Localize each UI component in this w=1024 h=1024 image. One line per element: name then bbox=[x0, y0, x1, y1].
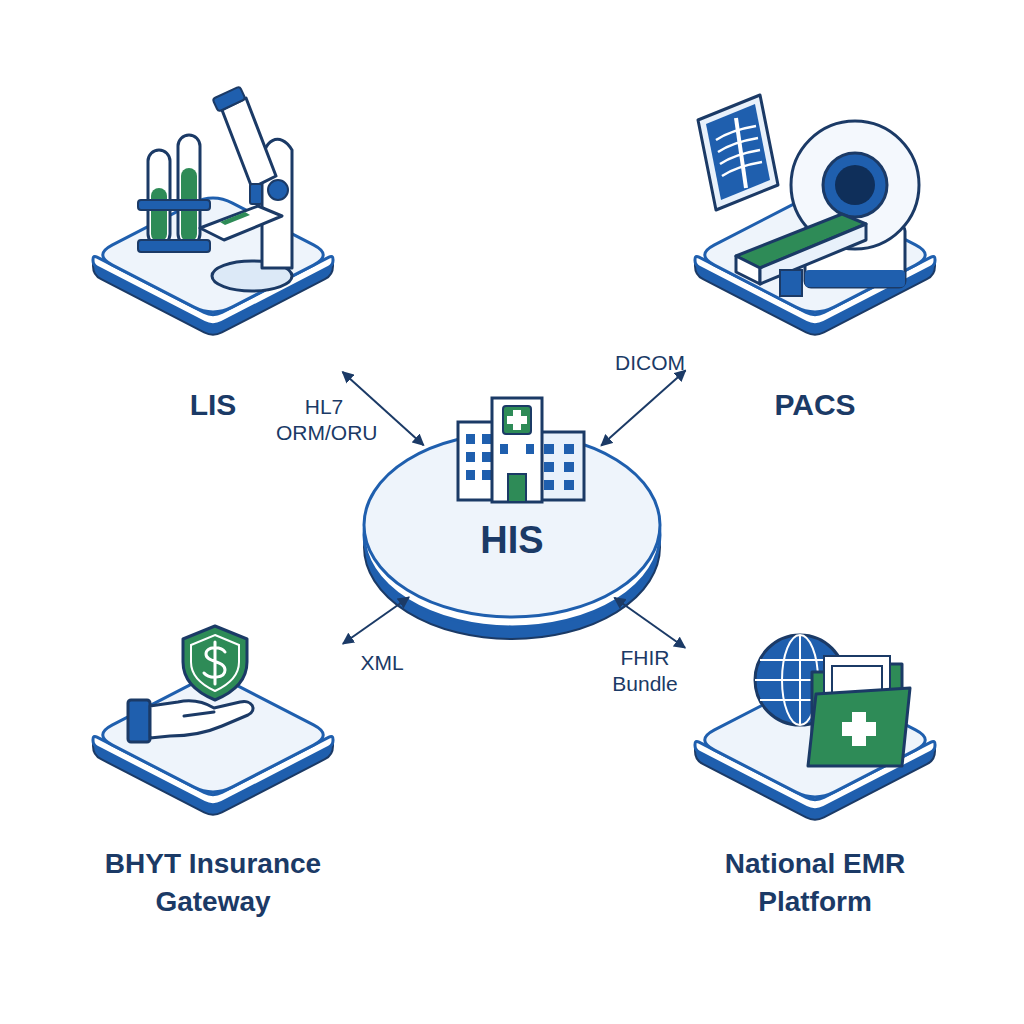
microscope-icon-part bbox=[220, 212, 250, 225]
node-label: National EMR Platform bbox=[690, 845, 940, 921]
hospital-building-icon-part bbox=[507, 410, 527, 430]
hub-disc: HIS bbox=[360, 425, 664, 647]
test-tubes-icon-part bbox=[178, 135, 200, 245]
hospital-building-icon-part bbox=[544, 480, 554, 490]
hospital-building-icon bbox=[458, 398, 584, 502]
insurance-shield-icon bbox=[183, 626, 247, 700]
node-label: PACS bbox=[690, 387, 940, 423]
hand-icon-part bbox=[128, 700, 150, 742]
hospital-building-icon-part bbox=[534, 432, 584, 500]
hospital-building-icon-part bbox=[482, 434, 491, 444]
hospital-building-icon-part bbox=[544, 444, 554, 454]
hospital-building-icon-part bbox=[564, 462, 574, 472]
tile-top bbox=[103, 678, 324, 792]
ct-scanner-icon bbox=[736, 121, 919, 296]
test-tubes-icon bbox=[138, 135, 210, 252]
tile-top bbox=[103, 198, 324, 312]
record-folder-icon-part bbox=[832, 666, 882, 746]
hospital-building-icon-part bbox=[544, 462, 554, 472]
ct-scanner-icon-part bbox=[835, 165, 875, 205]
test-tubes-icon-part bbox=[148, 150, 170, 245]
system-tile: BHYT Insurance Gateway bbox=[88, 555, 338, 915]
globe-icon-part bbox=[755, 635, 845, 725]
system-tile: National EMR Platform bbox=[690, 560, 940, 920]
insurance-shield-icon-part bbox=[183, 626, 247, 700]
system-tile-outline bbox=[88, 85, 338, 425]
connector-arrow bbox=[614, 598, 685, 648]
microscope-icon-part bbox=[250, 184, 262, 204]
system-tile: PACS bbox=[690, 85, 940, 425]
node-label: HIS bbox=[360, 518, 664, 562]
xray-film-icon-part bbox=[698, 95, 778, 210]
protocol-label: FHIR Bundle bbox=[603, 645, 687, 697]
ct-scanner-icon-part bbox=[780, 270, 802, 296]
ct-scanner-icon-part bbox=[823, 153, 887, 217]
insurance-shield-icon-part bbox=[191, 635, 239, 691]
hand-icon-part bbox=[150, 701, 253, 738]
microscope-icon bbox=[200, 86, 292, 291]
insurance-shield-icon-part bbox=[204, 642, 225, 684]
microscope-icon-part bbox=[222, 98, 276, 188]
hospital-building-icon-part bbox=[466, 470, 475, 480]
xray-film-icon bbox=[698, 95, 778, 210]
ct-scanner-icon-part bbox=[805, 225, 905, 287]
microscope-icon-part bbox=[212, 86, 245, 111]
record-folder-icon bbox=[808, 656, 910, 766]
ct-scanner-icon-part bbox=[791, 121, 919, 249]
xray-film-icon-part bbox=[716, 126, 762, 176]
connector-arrow bbox=[343, 597, 409, 644]
hand-icon-part bbox=[184, 712, 214, 716]
hospital-building-icon-part bbox=[466, 434, 475, 444]
hospital-building-icon-part bbox=[526, 444, 534, 454]
microscope-icon-part bbox=[200, 206, 282, 240]
tile-top bbox=[705, 198, 926, 312]
hand-icon bbox=[128, 700, 253, 742]
protocol-label: HL7 ORM/ORU bbox=[276, 394, 372, 446]
hospital-building-icon-part bbox=[508, 474, 526, 502]
hospital-building-icon-part bbox=[564, 444, 574, 454]
test-tubes-icon-part bbox=[138, 200, 210, 210]
tile-top bbox=[705, 683, 926, 797]
globe-icon bbox=[755, 635, 845, 725]
test-tubes-icon-part bbox=[151, 188, 167, 242]
record-folder-icon-part bbox=[824, 656, 890, 736]
globe-icon-part bbox=[755, 635, 845, 725]
globe-icon-part bbox=[782, 635, 818, 725]
hospital-building-icon-part bbox=[500, 444, 508, 454]
ct-scanner-icon-part bbox=[805, 270, 905, 287]
node-label: BHYT Insurance Gateway bbox=[88, 845, 338, 921]
node-label: LIS bbox=[88, 387, 338, 423]
system-tile: LIS bbox=[88, 85, 338, 425]
hospital-building-icon-part bbox=[503, 406, 531, 434]
hospital-building-icon-part bbox=[482, 452, 491, 462]
microscope-icon-part bbox=[268, 180, 288, 200]
ct-scanner-icon-part bbox=[760, 224, 866, 284]
record-folder-icon-part bbox=[808, 688, 910, 766]
microscope-icon-part bbox=[212, 261, 292, 291]
protocol-label: XML bbox=[350, 650, 414, 676]
ct-scanner-icon-part bbox=[736, 256, 760, 284]
xray-film-icon-part bbox=[736, 118, 746, 188]
hospital-building-icon-part bbox=[466, 452, 475, 462]
test-tubes-icon-part bbox=[138, 240, 210, 252]
record-folder-icon-part bbox=[812, 664, 902, 760]
hospital-building-icon-part bbox=[482, 470, 491, 480]
xray-film-icon-part bbox=[706, 104, 770, 200]
test-tubes-icon-part bbox=[181, 168, 197, 242]
record-folder-icon-part bbox=[842, 712, 876, 746]
hospital-building-icon-part bbox=[492, 398, 542, 502]
system-tile-outline bbox=[690, 85, 940, 425]
hospital-building-icon-part bbox=[458, 422, 500, 500]
hospital-building-icon-part bbox=[564, 480, 574, 490]
microscope-icon-part bbox=[262, 139, 292, 268]
connector-arrow bbox=[601, 370, 685, 445]
ct-scanner-icon-part bbox=[736, 214, 866, 268]
protocol-label: DICOM bbox=[604, 350, 696, 376]
